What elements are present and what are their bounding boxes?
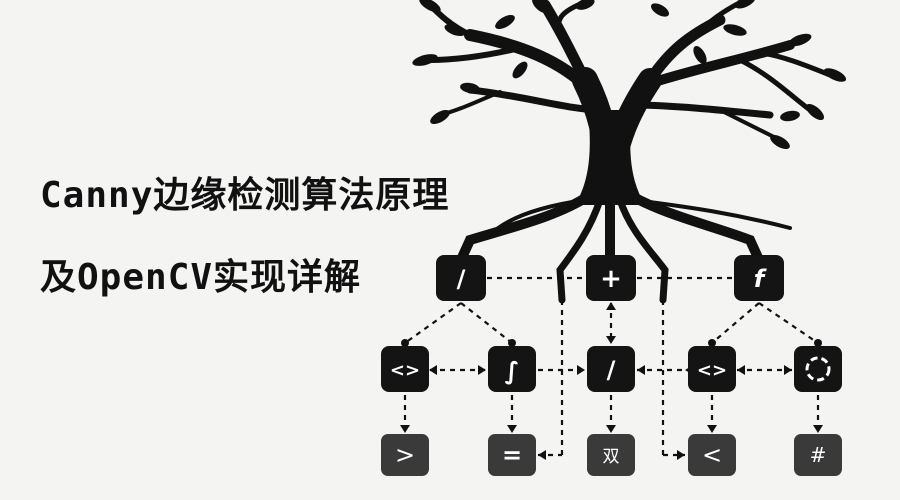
symbol-icon: 双	[603, 447, 620, 467]
title-line-1: Canny边缘检测算法原理	[40, 175, 450, 216]
integral-icon: ∫	[505, 357, 520, 385]
tree-leaves	[412, 0, 847, 149]
tile-function: f	[734, 255, 784, 301]
tile-greater-than: >	[381, 434, 429, 476]
tree-trunk	[575, 110, 645, 205]
tile-symbol: 双	[587, 434, 635, 476]
tree-roots	[455, 190, 792, 304]
tile-slash-mid: /	[587, 346, 635, 392]
tile-code-left: <>	[381, 346, 429, 392]
title-line-2: 及OpenCV实现详解	[40, 257, 362, 298]
greater-than-icon: >	[395, 441, 415, 469]
function-icon: f	[754, 265, 767, 293]
tile-integral: ∫	[488, 346, 536, 392]
slash-icon: /	[607, 356, 616, 384]
slash-icon: /	[457, 265, 466, 293]
plus-icon: +	[600, 264, 622, 294]
code-icon: <>	[390, 360, 420, 381]
tile-equals: =	[488, 434, 536, 476]
tile-slash-top: /	[436, 255, 486, 301]
refresh-icon	[805, 356, 831, 382]
tile-code-right: <>	[688, 346, 736, 392]
tile-plus: +	[586, 255, 636, 301]
tile-hash: #	[794, 434, 842, 476]
less-than-icon: <	[702, 441, 722, 469]
tile-refresh	[794, 346, 842, 392]
code-icon: <>	[697, 360, 727, 381]
hash-icon: #	[810, 443, 827, 467]
tile-less-than: <	[688, 434, 736, 476]
equals-icon: =	[502, 441, 522, 469]
